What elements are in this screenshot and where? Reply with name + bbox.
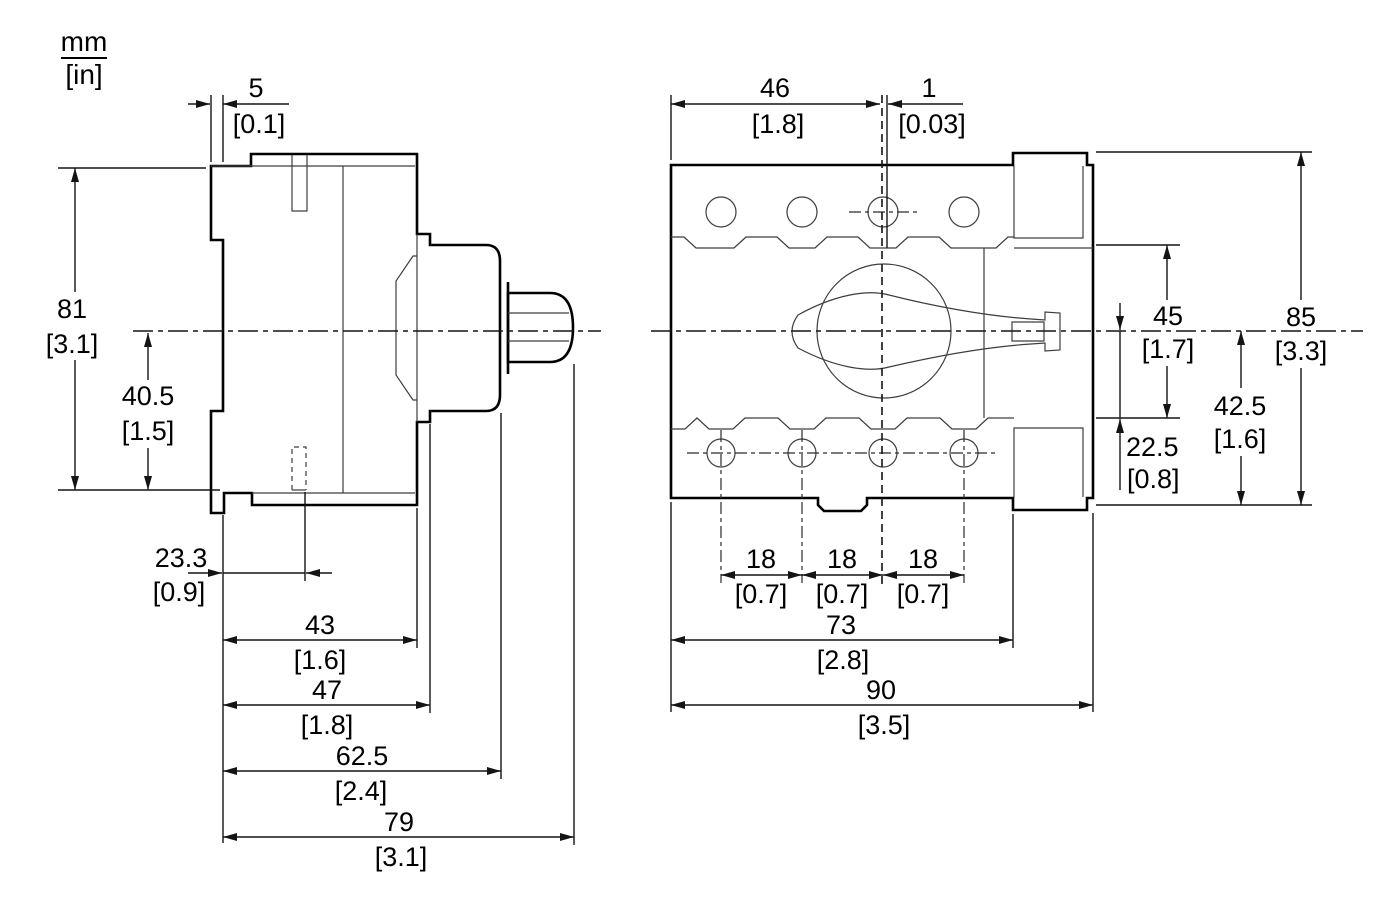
- dim-side-overall-height-mm: 81: [57, 294, 87, 324]
- dim-side-overall-depth-in: [3.1]: [375, 842, 428, 872]
- dim-front-centerline-to-band-in: [0.8]: [1127, 464, 1180, 494]
- dim-front-band-height-in: [1.7]: [1142, 334, 1195, 364]
- front-view-body-silhouette: [669, 151, 1095, 513]
- dim-front-band-height-mm: 45: [1153, 301, 1183, 331]
- dim-front-centerline-to-band-mm: 22.5: [1126, 432, 1179, 462]
- front-view-dimensions: 46 [1.8] 1 [0.03] 45 [1.7] 85 [3.3]: [670, 73, 1328, 740]
- dim-side-centerline-to-bottom-in: [1.5]: [122, 416, 175, 446]
- dim-front-mounting-width: 73 [2.8]: [671, 514, 1014, 675]
- dim-front-pole-pitches: 18 [0.7] 18 [0.7] 18 [0.7]: [721, 544, 964, 609]
- dim-side-overall-height-in: [3.1]: [46, 329, 99, 359]
- dim-front-pole-to-center-mm: 1: [921, 73, 936, 103]
- front-view-top-terminals: [705, 196, 980, 228]
- side-view: [133, 152, 601, 515]
- dim-front-left-to-pole: 46 [1.8]: [670, 73, 880, 160]
- dim-side-step-depth: 47 [1.8]: [223, 424, 431, 740]
- dim-side-overall-depth: 79 [3.1]: [223, 364, 575, 872]
- dim-side-body-depth: 43 [1.6]: [223, 508, 418, 675]
- dim-side-step-depth-mm: 47: [312, 675, 342, 705]
- dim-side-clip-offset: 5 [0.1]: [188, 73, 289, 162]
- dim-front-overall-height-mm: 85: [1286, 302, 1316, 332]
- dim-side-slot-offset-in: [0.9]: [153, 577, 206, 607]
- dim-side-centerline-to-bottom: 40.5 [1.5]: [122, 333, 175, 490]
- dim-side-housing-depth: 62.5 [2.4]: [223, 413, 502, 806]
- units-in-label: [in]: [65, 59, 102, 90]
- side-view-dimensions: 5 [0.1] 81 [3.1] 40.5 [1.5] 23.3 [0.9]: [46, 73, 575, 872]
- dim-front-overall-width-mm: 90: [866, 675, 896, 705]
- dim-front-pole-pitch-3-in: [0.7]: [897, 579, 950, 609]
- side-view-hidden-slot: [291, 446, 307, 491]
- front-view-top-band: [671, 236, 1014, 249]
- units-legend: mm [in]: [61, 26, 108, 90]
- dim-front-overall-height-in: [3.3]: [1275, 336, 1328, 366]
- dim-side-clip-offset-in: [0.1]: [233, 109, 286, 139]
- side-view-shaft: [506, 291, 575, 364]
- front-view-bottom-right-inset: [1013, 427, 1084, 497]
- dim-front-pole-pitch-3-mm: 18: [908, 544, 938, 574]
- dim-side-overall-height: 81 [3.1]: [46, 167, 220, 491]
- dim-front-band-height: 45 [1.7]: [1142, 245, 1195, 418]
- dim-front-centerline-to-bottom-mm: 42.5: [1214, 391, 1267, 421]
- front-view-top-right-inset: [1013, 166, 1084, 239]
- dim-side-slot-offset-mm: 23.3: [155, 543, 208, 573]
- dim-side-clip-offset-mm: 5: [248, 73, 263, 103]
- side-view-body-silhouette: [209, 152, 502, 515]
- dim-front-centerline-to-band: 22.5 [0.8]: [1116, 303, 1180, 494]
- dim-front-overall-height: 85 [3.3]: [1275, 152, 1328, 505]
- front-view-bottom-band: [671, 417, 1014, 430]
- dim-front-mounting-width-in: [2.8]: [817, 645, 870, 675]
- dim-front-overall-width: 90 [3.5]: [670, 502, 1094, 740]
- front-view-handle-tip-detail: [1011, 321, 1045, 342]
- dim-front-centerline-to-bottom-in: [1.6]: [1214, 424, 1267, 454]
- front-view-handle-lever: [791, 292, 1061, 370]
- dim-front-pole-to-center-in: [0.03]: [898, 109, 966, 139]
- dim-side-step-depth-in: [1.8]: [301, 710, 354, 740]
- units-mm-label: mm: [61, 26, 108, 57]
- dim-front-left-to-pole-in: [1.8]: [752, 109, 805, 139]
- dim-front-pole-pitch-1-in: [0.7]: [735, 579, 788, 609]
- dim-front-mounting-width-mm: 73: [826, 610, 856, 640]
- side-view-handle-boss: [395, 255, 417, 401]
- dim-front-pole-to-center: 1 [0.03]: [888, 73, 966, 139]
- dim-side-body-depth-in: [1.6]: [294, 645, 347, 675]
- front-view-inner-lines: [671, 166, 1093, 497]
- dim-front-pole-pitch-2-mm: 18: [827, 544, 857, 574]
- dim-side-housing-depth-in: [2.4]: [335, 776, 388, 806]
- side-view-top-slot: [291, 155, 308, 212]
- dim-front-left-to-pole-mm: 46: [760, 73, 790, 103]
- dim-side-centerline-to-bottom-mm: 40.5: [122, 381, 175, 411]
- dim-side-overall-depth-mm: 79: [384, 807, 414, 837]
- dim-side-housing-depth-mm: 62.5: [336, 741, 389, 771]
- dim-front-overall-width-in: [3.5]: [858, 710, 911, 740]
- dim-side-body-depth-mm: 43: [305, 610, 335, 640]
- dim-front-pole-pitch-2-in: [0.7]: [816, 579, 869, 609]
- dim-front-pole-pitch-1-mm: 18: [746, 544, 776, 574]
- dim-front-centerline-to-bottom: 42.5 [1.6]: [1214, 331, 1267, 505]
- side-view-inner-lines: [211, 155, 569, 494]
- dim-side-slot-offset: 23.3 [0.9]: [153, 492, 332, 607]
- front-view: [651, 95, 1363, 585]
